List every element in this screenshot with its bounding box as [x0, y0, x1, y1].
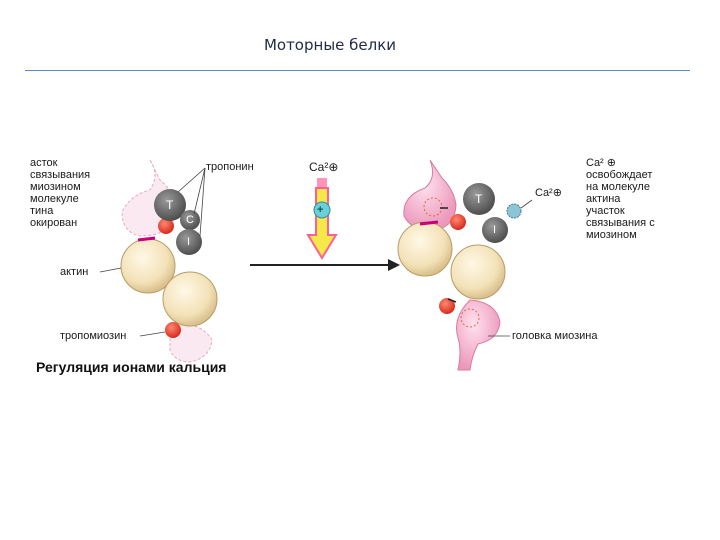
myosin-head-bottom	[456, 299, 501, 371]
troponin-label: тропонин	[206, 161, 254, 173]
troponin-T-label-right: T	[475, 192, 483, 206]
leader-line	[199, 167, 206, 237]
actin-sphere	[397, 221, 453, 277]
title-rule	[25, 70, 690, 71]
actin-sphere	[450, 244, 506, 300]
troponin-C-label: C	[186, 214, 194, 226]
troponin-T-label: T	[166, 198, 174, 212]
leader-line	[139, 331, 166, 337]
right-state	[397, 159, 533, 371]
leader-line	[99, 267, 122, 273]
troponin-T	[154, 189, 186, 221]
myosin-head-faded-bottom	[169, 323, 213, 363]
troponin-T	[463, 183, 495, 215]
leader-line	[177, 167, 206, 193]
calcium-arrow	[306, 178, 338, 260]
troponin-I-label: I	[187, 236, 191, 248]
troponin-I-label-right: I	[493, 224, 497, 236]
figure-caption: Регуляция ионами кальция	[36, 359, 227, 375]
calcium-plus-label: +	[317, 204, 324, 216]
released-calcium-ion	[506, 203, 522, 219]
slide-title: Моторные белки	[263, 36, 397, 54]
troponin-I	[176, 229, 202, 255]
myosin-head-label: головка миозина	[512, 330, 598, 342]
troponin-I	[482, 217, 508, 243]
calcium-label-right: Ca²⊕	[535, 187, 562, 199]
tropomyosin-bead	[450, 214, 466, 230]
tropomyosin-link	[137, 236, 156, 242]
left-binding-site-text: асток связывания миозином молекуле тина …	[30, 157, 91, 229]
tropomyosin-bead	[165, 322, 181, 338]
actin-sphere	[162, 271, 218, 327]
transition-arrow	[250, 259, 400, 271]
right-release-text: Ca² ⊕ освобождает на молекуле актина уча…	[586, 157, 655, 241]
tropomyosin-link	[419, 220, 439, 226]
leader-line	[193, 167, 206, 215]
troponin-C	[180, 210, 200, 230]
tropomyosin-label: тропомиозин	[60, 330, 127, 342]
left-state	[99, 159, 218, 363]
tropomyosin-bead	[439, 298, 455, 314]
actin-label: актин	[60, 266, 89, 278]
calcium-label-top: Ca²⊕	[309, 160, 339, 174]
myosin-head-top	[403, 159, 457, 231]
leader-line	[520, 199, 533, 209]
tropomyosin-bead	[158, 218, 174, 234]
